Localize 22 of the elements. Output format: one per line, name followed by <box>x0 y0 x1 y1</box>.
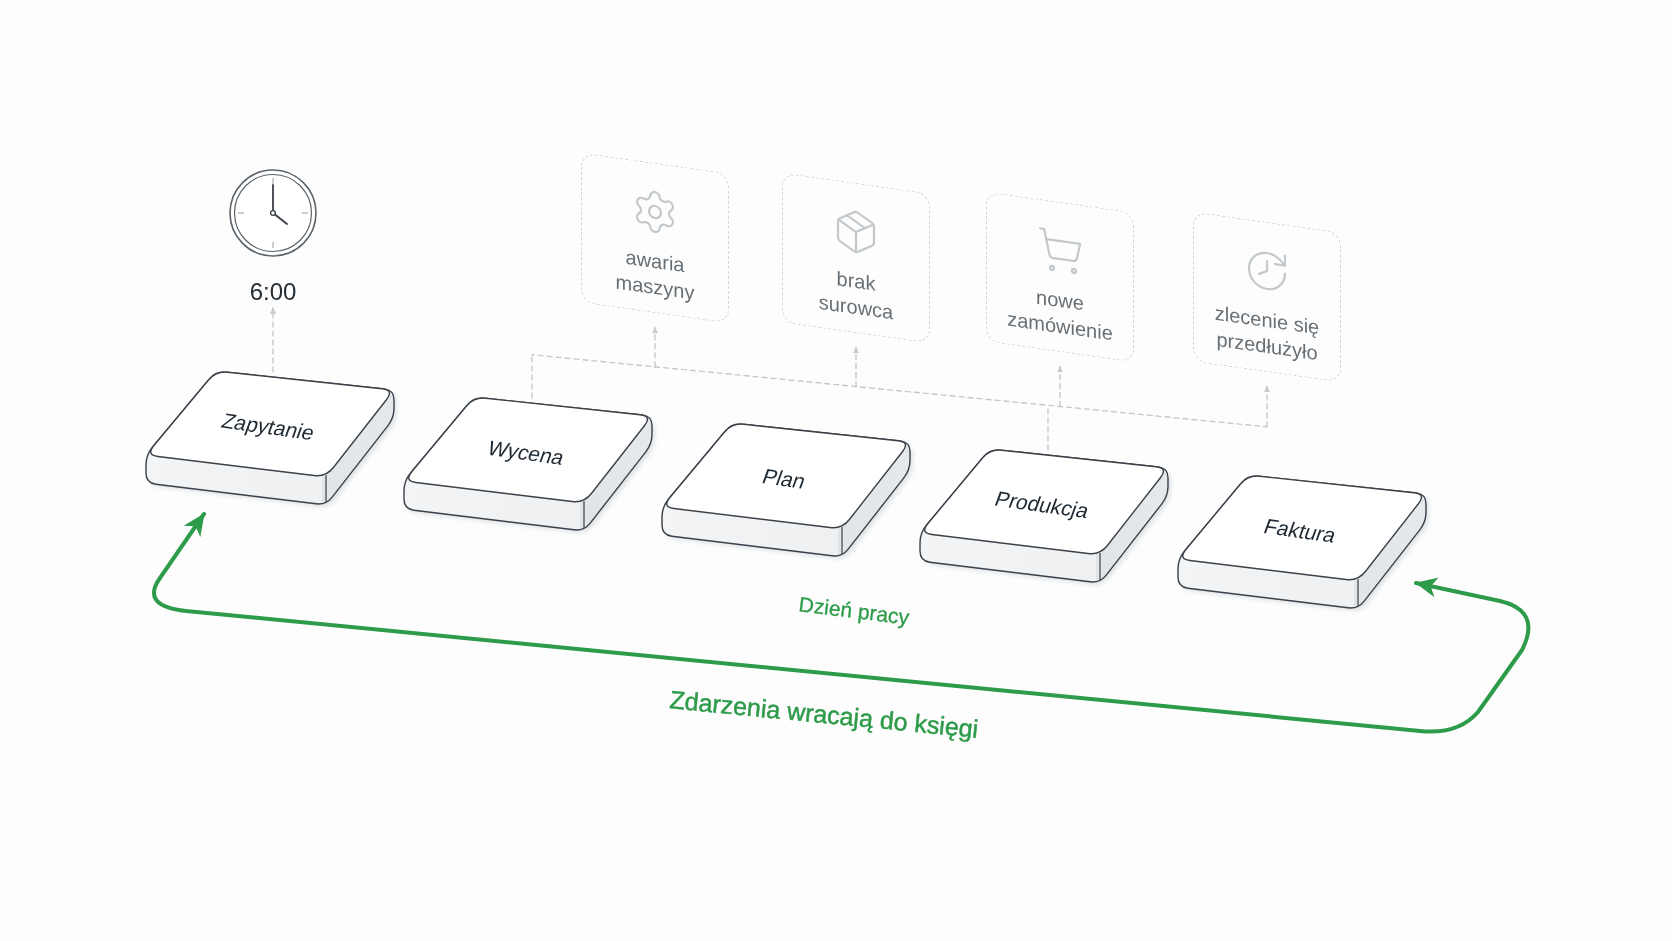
dashed-arrow <box>1057 365 1063 408</box>
step-label: Zapytanie <box>217 408 319 446</box>
dashed-line <box>1059 405 1268 428</box>
step-label: Faktura <box>1260 513 1340 549</box>
dashed-arrow <box>1264 385 1270 428</box>
dashed-line <box>1047 404 1061 408</box>
double-arrow <box>152 512 1531 734</box>
event-label: brak surowca <box>817 266 895 326</box>
dashed-arrow <box>853 346 859 388</box>
dashed-arrow <box>652 326 658 368</box>
step-label: Produkcja <box>991 486 1093 524</box>
dashed-line <box>654 366 857 388</box>
step-label: Plan <box>758 463 810 495</box>
step-label: Wycena <box>484 435 568 471</box>
event-label: zlecenie się przedłużyło <box>1213 300 1321 367</box>
event-label: nowe zamówienie <box>1006 284 1114 347</box>
edge-label: Zdarzenia wracają do księgi <box>668 684 980 744</box>
row-label: Dzień pracy <box>797 591 911 631</box>
event-label: awaria maszyny <box>614 244 696 306</box>
dashed-line <box>531 354 533 399</box>
dashed-arrow <box>270 307 276 373</box>
time-label: 6:00 <box>249 277 297 307</box>
